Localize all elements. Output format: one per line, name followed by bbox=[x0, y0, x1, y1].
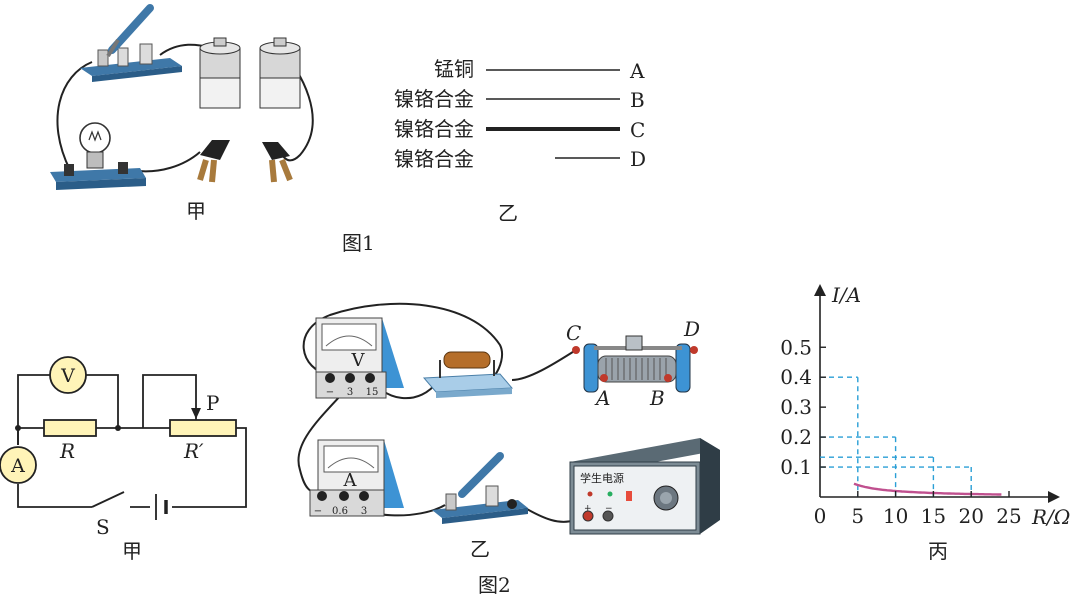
voltmeter-symbol bbox=[49, 356, 87, 394]
power-supply-device bbox=[569, 438, 720, 535]
i-r-curve bbox=[853, 482, 1002, 496]
y-tick-label: 0.2 bbox=[780, 425, 812, 449]
knife-switch-device bbox=[432, 452, 528, 524]
fig1-yi-label: 乙 bbox=[498, 201, 518, 225]
ammeter-device-letter: A bbox=[343, 470, 358, 491]
wire-material: 镍铬合金 bbox=[394, 87, 474, 111]
wire-row: 镍铬合金 B bbox=[394, 87, 645, 112]
fixed-resistor-device bbox=[422, 351, 514, 398]
power-terminal-plus: + bbox=[584, 504, 592, 514]
y-axis-arrow bbox=[814, 284, 826, 296]
ammeter-terminal: 3 bbox=[361, 506, 367, 517]
y-tick-label: 0.1 bbox=[780, 455, 812, 479]
switch-label: S bbox=[96, 515, 110, 539]
voltmeter-terminal: 15 bbox=[366, 387, 379, 398]
battery-left bbox=[199, 37, 241, 109]
x-tick-label: 0 bbox=[814, 504, 827, 528]
ammeter-letter: A bbox=[10, 455, 25, 477]
fig1-yi-wires: 锰铜 A 镍铬合金 B 镍铬合金 C 镍铬合金 D bbox=[394, 57, 646, 171]
y-tick-label: 0.3 bbox=[780, 395, 812, 419]
fig2-caption: 图2 bbox=[478, 573, 511, 597]
voltmeter-device-letter: V bbox=[351, 350, 366, 371]
resistor-symbol bbox=[43, 419, 97, 437]
fig1-jia-apparatus bbox=[50, 4, 314, 190]
rheostat-device bbox=[572, 335, 698, 393]
knife-switch bbox=[80, 4, 182, 82]
alligator-clip-left bbox=[197, 140, 230, 183]
y-axis-label: I/A bbox=[831, 283, 861, 307]
voltmeter-device bbox=[315, 317, 404, 399]
resistor-label: R bbox=[59, 439, 75, 463]
rheostat-label: R′ bbox=[183, 439, 204, 463]
wire-letter: B bbox=[630, 88, 645, 112]
x-tick-label: 10 bbox=[883, 504, 908, 528]
alligator-clip-right bbox=[262, 142, 293, 183]
wire-letter: A bbox=[629, 59, 645, 83]
wire-material: 锰铜 bbox=[434, 57, 474, 81]
wire-material: 镍铬合金 bbox=[394, 147, 474, 171]
x-axis-label: R/Ω bbox=[1031, 505, 1070, 529]
rheostat-terminal-d: D bbox=[683, 317, 700, 341]
x-tick-label: 5 bbox=[851, 504, 864, 528]
fig2-bing-label: 丙 bbox=[928, 539, 948, 563]
voltmeter-letter: V bbox=[60, 365, 75, 387]
wire-row: 镍铬合金 C bbox=[394, 117, 645, 142]
x-tick-label: 20 bbox=[958, 504, 983, 528]
x-tick-label: 25 bbox=[996, 504, 1021, 528]
battery-right bbox=[259, 37, 301, 109]
power-terminal-minus: − bbox=[605, 504, 613, 514]
fig1-caption: 图1 bbox=[342, 231, 375, 255]
y-tick-label: 0.4 bbox=[780, 365, 812, 389]
wire-letter: D bbox=[630, 147, 646, 171]
wire-row: 镍铬合金 D bbox=[394, 147, 646, 171]
fig2-yi-label: 乙 bbox=[470, 537, 490, 561]
ammeter-device bbox=[309, 439, 404, 517]
voltmeter-terminal: 3 bbox=[347, 387, 353, 398]
x-tick-label: 15 bbox=[921, 504, 946, 528]
fig1-jia-label: 甲 bbox=[186, 199, 206, 223]
fig2-circuit-diagram bbox=[17, 374, 247, 508]
ammeter-terminal: − bbox=[314, 506, 322, 517]
voltmeter-terminal: − bbox=[326, 387, 334, 398]
rheostat-terminal-b: B bbox=[649, 386, 665, 410]
wire-material: 镍铬合金 bbox=[394, 117, 474, 141]
power-supply-label: 学生电源 bbox=[580, 471, 624, 485]
rheostat-symbol bbox=[169, 419, 237, 437]
rheostat-terminal-a: A bbox=[594, 386, 610, 410]
junction-dot bbox=[15, 425, 21, 431]
ammeter-terminal: 0.6 bbox=[332, 506, 348, 517]
junction-dot bbox=[115, 425, 121, 431]
lamp bbox=[50, 122, 146, 190]
ammeter-symbol bbox=[0, 446, 37, 484]
wire-row: 锰铜 A bbox=[434, 57, 645, 83]
fig2-apparatus: V − 3 15 bbox=[297, 302, 720, 561]
slider-label: P bbox=[206, 391, 219, 415]
wire-letter: C bbox=[630, 118, 645, 142]
slider-arrow bbox=[191, 408, 201, 419]
fig2-jia-label: 甲 bbox=[122, 539, 142, 563]
y-tick-label: 0.5 bbox=[780, 335, 812, 359]
x-axis-arrow bbox=[1048, 491, 1060, 503]
rheostat-terminal-c: C bbox=[566, 321, 581, 345]
